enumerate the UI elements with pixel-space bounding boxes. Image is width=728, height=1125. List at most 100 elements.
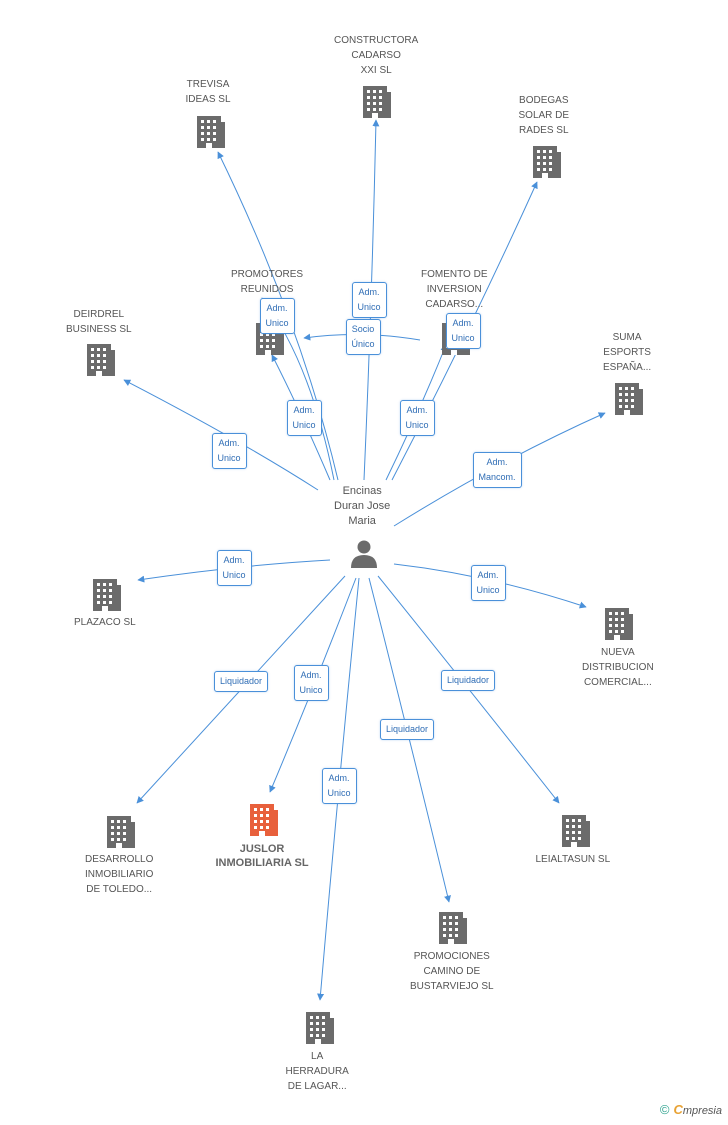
company-name-line: CAMINO DE [423, 965, 481, 977]
company-name-line: REUNIDOS [240, 283, 294, 295]
building-icon[interactable] [107, 816, 135, 848]
edge-role-text: Unico [327, 788, 351, 798]
company-name-line: LA [311, 1050, 324, 1062]
edge-role-label[interactable]: Adm. Unico [211, 433, 247, 469]
company-name-line: COMERCIAL... [583, 676, 652, 688]
building-icon[interactable] [306, 1012, 334, 1044]
building-icon[interactable] [87, 344, 115, 376]
company-name-line: CADARSO [351, 49, 401, 61]
company-name-line: CADARSO... [425, 298, 484, 310]
company-name-line: RADES SL [519, 124, 569, 136]
edge-role-label[interactable]: Adm. Unico [470, 565, 506, 601]
building-icon[interactable] [533, 146, 561, 178]
company-name-leialtasun[interactable]: LEIALTASUN SL [536, 852, 611, 867]
building-icon[interactable] [615, 383, 643, 415]
company-name-line: PLAZACO SL [74, 616, 136, 628]
edge-role-label[interactable]: Adm. Unico [286, 400, 322, 436]
edge-role-label[interactable]: Liquidador [214, 670, 269, 692]
building-icon[interactable] [605, 608, 633, 640]
company-name-line: FOMENTO DE [421, 268, 488, 280]
company-name-herradura[interactable]: LA HERRADURA DE LAGAR... [286, 1049, 349, 1094]
company-name-line: HERRADURA [285, 1065, 349, 1077]
company-name-promotores[interactable]: PROMOTORES REUNIDOS [231, 267, 303, 312]
company-name-line: CONSTRUCTORA [334, 34, 419, 46]
edge-role-text: Adm. [218, 438, 240, 448]
edge-role-text: Adm. [293, 405, 315, 415]
company-name-suma[interactable]: SUMA ESPORTS ESPAÑA... [603, 330, 651, 375]
edge-role-text: Unico [405, 420, 429, 430]
edge-role-label[interactable]: Liquidador [441, 669, 496, 691]
company-name-line: TREVISA [186, 79, 230, 90]
company-name-line: PROMOCIONES [413, 950, 490, 962]
edge-promociones [368, 577, 451, 903]
edge-role-text: Adm. [406, 405, 428, 415]
company-name-line: DEIRDREL [73, 309, 125, 320]
edge-role-text: Unico [451, 333, 475, 343]
edge-role-text: Adm. [358, 287, 380, 297]
edge-role-text: Adm. [477, 570, 499, 580]
company-name-line: DESARROLLO [85, 853, 154, 865]
company-name-line: DE TOLEDO... [86, 883, 153, 895]
person-icon[interactable] [351, 540, 377, 569]
edge-role-text: Adm. [486, 457, 508, 467]
company-name-line [231, 297, 303, 312]
company-name-constructora[interactable]: CONSTRUCTORA CADARSO XXI SL [334, 33, 418, 78]
company-name-line: NUEVA [600, 646, 635, 658]
building-icon[interactable] [562, 815, 590, 847]
edge-role-label[interactable]: Adm. Unico [399, 400, 435, 436]
company-name-nueva[interactable]: NUEVA DISTRIBUCION COMERCIAL... [582, 645, 654, 690]
company-name-line: ESPAÑA... [603, 361, 652, 373]
edge-role-text: Adm. [328, 773, 350, 783]
edge-role-text: Unico [357, 302, 381, 312]
person-name-line: Duran Jose [334, 499, 391, 512]
edge-role-label[interactable]: Liquidador [380, 718, 435, 740]
person-name-line: Encinas [342, 484, 382, 497]
company-name-fomento[interactable]: FOMENTO DE INVERSION CADARSO... [421, 267, 487, 312]
building-icon[interactable] [93, 579, 121, 611]
edge-role-text: Adm. [452, 318, 474, 328]
edge-role-label[interactable]: Adm.Unico [259, 298, 295, 334]
edge-role-label[interactable]: Adm.Unico [216, 550, 252, 586]
edge-role-label[interactable]: Adm. Unico [445, 313, 481, 349]
company-name-line: DISTRIBUCION [582, 661, 654, 673]
company-name-deirdrel[interactable]: DEIRDREL BUSINESS SL [66, 307, 132, 337]
edge-role-text: Único [351, 339, 375, 349]
company-name-line: XXI SL [360, 64, 392, 76]
building-icon[interactable] [363, 86, 391, 118]
edge-role-text: Liquidador [386, 723, 429, 734]
person-name-line: Maria [348, 514, 376, 527]
company-name-line: ESPORTS [603, 346, 651, 358]
company-name-line: DE LAGAR... [287, 1080, 347, 1092]
company-name-plazaco[interactable]: PLAZACO SL [74, 615, 136, 630]
company-name-bodegas[interactable]: BODEGAS SOLAR DE RADES SL [519, 93, 570, 138]
edge-role-text: Liquidador [447, 674, 490, 685]
brand-footer[interactable]: ©Cmpresia [660, 1102, 722, 1117]
company-name-line: SOLAR DE [518, 109, 570, 121]
company-name-line: BUSTARVIEJO SL [410, 980, 494, 992]
edge-role-label[interactable]: Adm. Unico [351, 282, 387, 318]
edge-role-label[interactable]: Adm. Unico [321, 768, 357, 804]
edge-role-label[interactable]: Adm.Unico [293, 665, 329, 701]
company-name-line: PROMOTORES [231, 268, 304, 280]
building-icon[interactable] [439, 912, 467, 944]
edge-role-text: Unico [292, 420, 316, 430]
building-icon[interactable] [250, 804, 278, 836]
company-name-line: INMOBILIARIA SL [215, 857, 309, 869]
company-name-line: INVERSION [426, 283, 482, 295]
company-name-line: SUMA [612, 331, 642, 343]
company-name-line: BODEGAS [519, 94, 569, 106]
edge-role-text: Socio [351, 324, 375, 334]
building-icon[interactable] [197, 116, 225, 148]
company-name-line: BUSINESS SL [66, 324, 132, 335]
company-name-promociones[interactable]: PROMOCIONES CAMINO DE BUSTARVIEJO SL [410, 949, 494, 994]
edge-role-label[interactable]: Adm. Mancom. [472, 452, 522, 488]
edge-role-text: Mancom. [478, 472, 516, 482]
edge-role-text: Unico [217, 453, 241, 463]
edge-role-text: Unico [476, 585, 500, 595]
